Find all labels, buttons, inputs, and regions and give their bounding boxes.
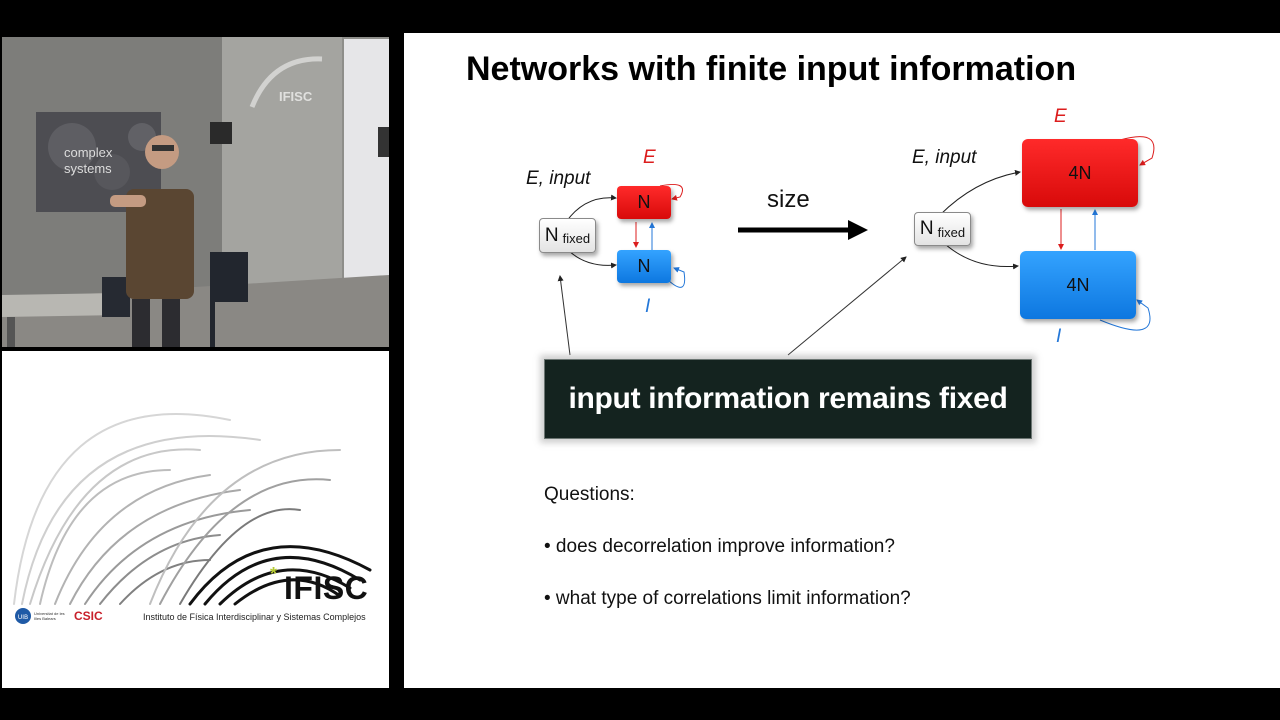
uib-name: Universitat de les Illes Balears: [34, 611, 65, 621]
right-inhibitory-label: I: [1056, 326, 1062, 347]
speaker-video: complex systems IFISC: [2, 37, 389, 347]
questions-heading: Questions:: [544, 484, 635, 505]
right-excitatory-label: E: [1054, 106, 1067, 127]
ifisc-logo-text: IFISC: [284, 570, 369, 606]
left-fixed-node-sub: fixed: [562, 231, 591, 246]
poster-text: complex systems: [64, 145, 113, 176]
left-excitatory-node: N: [617, 186, 671, 219]
institute-name: Instituto de Física Interdisciplinar y S…: [143, 612, 366, 622]
left-excitatory-label: E: [643, 147, 656, 168]
left-excitatory-node-label: N: [637, 192, 651, 212]
lecture-room-scene: [2, 37, 389, 347]
right-fixed-node-sub: fixed: [937, 224, 966, 240]
slide-title: Networks with finite input information: [466, 50, 1077, 88]
uib-logo-icon: UIB: [15, 608, 31, 624]
logo-star-icon: *: [270, 564, 278, 584]
left-fixed-input-node: N fixed: [539, 218, 596, 253]
left-input-label: E, input: [526, 168, 591, 189]
institute-logo-panel: [2, 351, 389, 688]
right-fixed-input-node: N fixed: [914, 212, 971, 246]
left-fixed-node-label: N: [544, 224, 559, 246]
left-inhibitory-node-label: N: [637, 256, 651, 276]
left-inhibitory-label: I: [645, 296, 651, 317]
csic-logo-text: CSIC: [74, 609, 103, 623]
question-item: • does decorrelation improve information…: [544, 536, 895, 557]
right-inhibitory-node-label: 4N: [1066, 274, 1090, 295]
question-item: • what type of correlations limit inform…: [544, 588, 911, 609]
svg-text:UIB: UIB: [18, 614, 28, 621]
right-excitatory-node-label: 4N: [1068, 162, 1092, 183]
key-message-banner: input information remains fixed: [544, 359, 1032, 439]
wall-sign-text: IFISC: [279, 89, 313, 104]
right-fixed-node-label: N: [919, 218, 934, 239]
right-inhibitory-node: 4N: [1020, 251, 1136, 319]
left-inhibitory-node: N: [617, 250, 671, 283]
right-excitatory-node: 4N: [1022, 139, 1138, 207]
size-arrow-label: size: [767, 186, 810, 213]
right-input-label: E, input: [912, 147, 977, 168]
key-message-text: input information remains fixed: [568, 382, 1008, 415]
